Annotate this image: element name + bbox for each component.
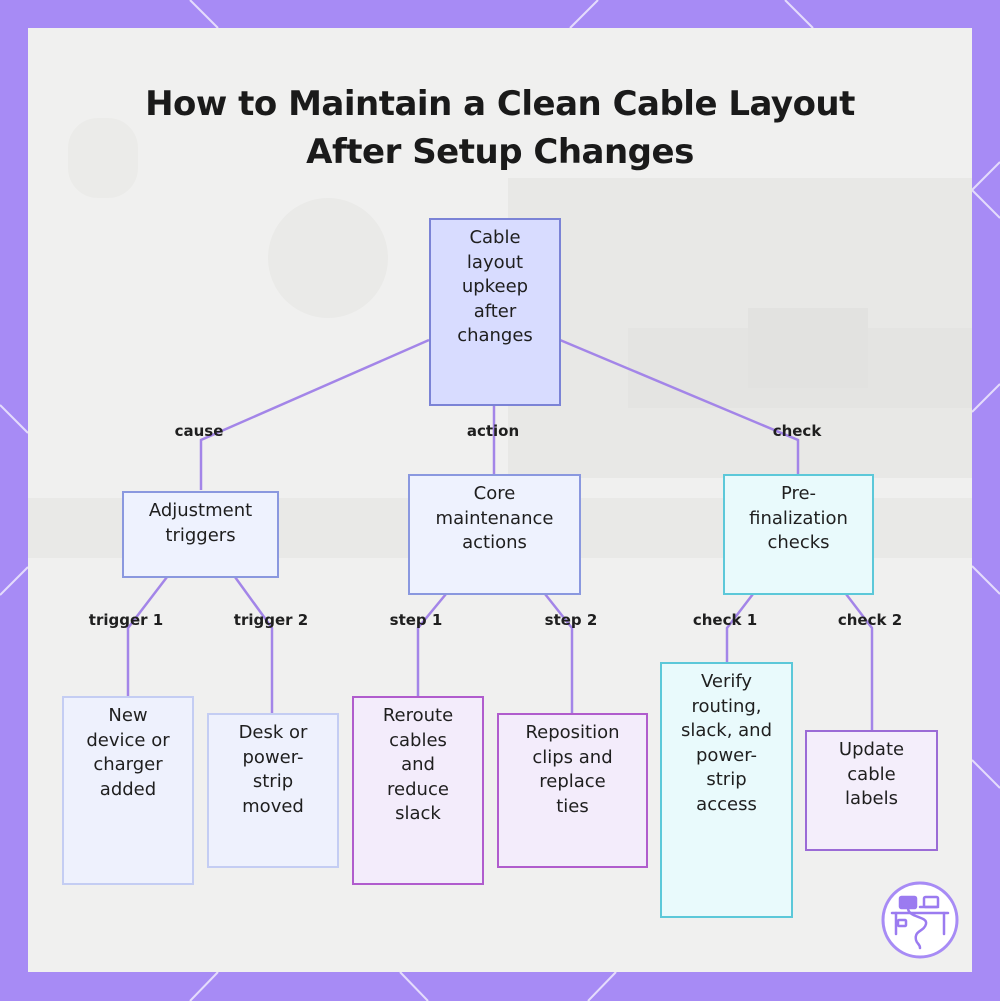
edge-trigger1 [126, 576, 168, 696]
node-desk-moved: Desk or power- strip moved [207, 713, 339, 868]
edge-label-check1: check 1 [692, 611, 758, 629]
node-new-device-label: New device or charger added [86, 705, 170, 800]
edge-cause [199, 338, 430, 490]
edge-check1 [725, 593, 754, 662]
node-verify-routing-label: Verify routing, slack, and power- strip … [680, 671, 773, 815]
node-core-actions: Core maintenance actions [408, 474, 581, 595]
edge-step1 [416, 593, 447, 696]
edge-label-check2: check 2 [837, 611, 903, 629]
edge-check2 [845, 593, 874, 730]
desk-cable-icon [881, 881, 959, 959]
edge-check [559, 338, 800, 474]
edge-label-trigger2: trigger 2 [233, 611, 309, 629]
node-reposition-clips-label: Reposition clips and replace ties [525, 722, 620, 817]
edge-label-trigger1: trigger 1 [88, 611, 164, 629]
node-reroute-cables: Reroute cables and reduce slack [352, 696, 484, 885]
edge-trigger2 [233, 576, 274, 713]
title-line-2: After Setup Changes [306, 132, 694, 172]
node-adjustment-triggers: Adjustment triggers [122, 491, 279, 578]
edge-label-step1: step 1 [389, 611, 443, 629]
node-prefinalization-checks-label: Pre- finalization checks [749, 483, 848, 553]
node-root-label: Cable layout upkeep after changes [457, 227, 533, 346]
title-line-1: How to Maintain a Clean Cable Layout [145, 84, 855, 124]
node-root: Cable layout upkeep after changes [429, 218, 561, 406]
node-core-actions-label: Core maintenance actions [435, 483, 554, 553]
node-update-labels-label: Update cable labels [838, 739, 905, 809]
connector-lines [126, 338, 874, 730]
node-reposition-clips: Reposition clips and replace ties [497, 713, 648, 868]
page-title: How to Maintain a Clean Cable Layout Aft… [28, 80, 972, 176]
infographic-card: How to Maintain a Clean Cable Layout Aft… [28, 28, 972, 972]
node-reroute-cables-label: Reroute cables and reduce slack [382, 705, 454, 824]
node-adjustment-triggers-label: Adjustment triggers [148, 500, 253, 546]
node-desk-moved-label: Desk or power- strip moved [238, 722, 308, 817]
edge-label-step2: step 2 [544, 611, 598, 629]
node-verify-routing: Verify routing, slack, and power- strip … [660, 662, 793, 918]
node-prefinalization-checks: Pre- finalization checks [723, 474, 874, 595]
edge-label-action: action [466, 422, 520, 440]
node-update-labels: Update cable labels [805, 730, 938, 851]
edge-label-cause: cause [174, 422, 224, 440]
edge-label-check: check [772, 422, 822, 440]
edge-step2 [544, 593, 574, 713]
node-new-device: New device or charger added [62, 696, 194, 885]
